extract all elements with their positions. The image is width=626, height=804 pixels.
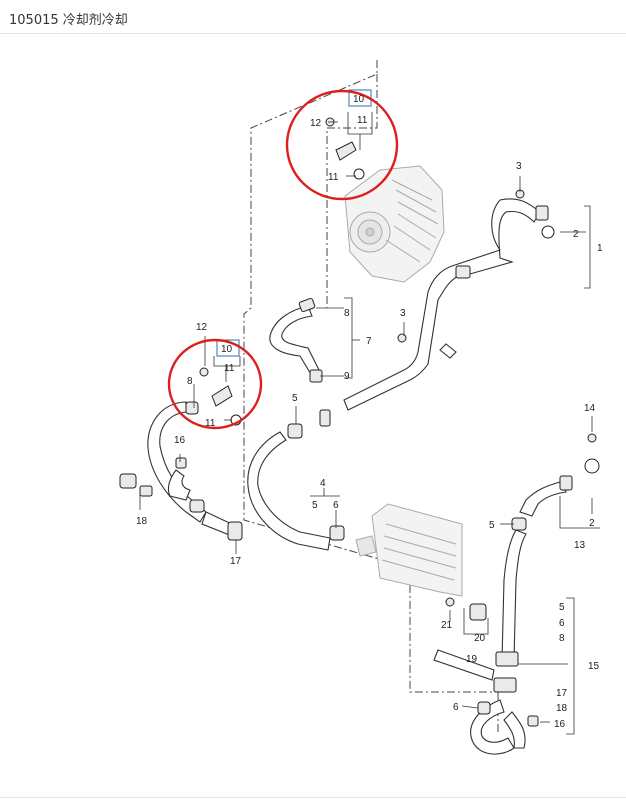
callout-14: 14 bbox=[584, 403, 596, 414]
page-title: 105015 冷却剂冷却 bbox=[9, 13, 128, 28]
callout-10-left: 10 bbox=[221, 344, 233, 355]
callout-6-list: 6 bbox=[559, 618, 565, 629]
callout-12-left: 12 bbox=[196, 322, 208, 333]
callout-17-list: 17 bbox=[556, 688, 568, 699]
callout-12-top: 12 bbox=[310, 118, 322, 129]
callout-13: 13 bbox=[574, 540, 586, 551]
callout-2-lower: 2 bbox=[589, 518, 595, 529]
callout-5-mid: 5 bbox=[312, 500, 318, 511]
callout-19: 19 bbox=[466, 654, 478, 665]
alternator-illustration bbox=[344, 165, 445, 283]
callout-1: 1 bbox=[597, 243, 603, 254]
callout-6-mid: 6 bbox=[333, 500, 339, 511]
callout-20: 20 bbox=[474, 633, 486, 644]
callout-11-top-a: 11 bbox=[357, 115, 368, 126]
callout-7: 7 bbox=[366, 336, 372, 347]
callout-6-bottom: 6 bbox=[453, 702, 459, 713]
clamps-and-fittings bbox=[119, 117, 600, 727]
leader-lines bbox=[139, 112, 600, 735]
callout-5-right: 5 bbox=[489, 520, 495, 531]
red-highlight-circles bbox=[167, 89, 399, 430]
callout-8-list: 8 bbox=[559, 633, 565, 644]
callout-4: 4 bbox=[320, 478, 326, 489]
callout-2-upper: 2 bbox=[573, 229, 579, 240]
callout-5-list: 5 bbox=[559, 602, 565, 613]
parts-diagram: 1 2 2 3 3 4 5 5 5 5 6 6 6 7 8 8 8 9 10 1… bbox=[0, 34, 626, 799]
page-header: 105015 冷却剂冷却 bbox=[0, 0, 626, 34]
callout-17-left: 17 bbox=[230, 556, 242, 567]
callout-8-left: 8 bbox=[187, 376, 193, 387]
callout-11-left-b: 11 bbox=[205, 418, 216, 429]
callout-10-top: 10 bbox=[353, 94, 365, 105]
callout-11-left-a: 11 bbox=[224, 363, 235, 374]
callout-labels: 1 2 2 3 3 4 5 5 5 5 6 6 6 7 8 8 8 9 10 1… bbox=[136, 94, 603, 730]
callout-3-upper: 3 bbox=[516, 161, 522, 172]
callout-16-left: 16 bbox=[174, 435, 186, 446]
callout-18-list: 18 bbox=[556, 703, 568, 714]
oil-cooler-illustration bbox=[355, 503, 463, 597]
callout-11-top-b: 11 bbox=[328, 172, 339, 183]
callout-8-top: 8 bbox=[344, 308, 350, 319]
callout-16-right: 16 bbox=[554, 719, 566, 730]
callout-18-left: 18 bbox=[136, 516, 148, 527]
callout-5-left: 5 bbox=[292, 393, 298, 404]
coolant-hoses bbox=[147, 198, 567, 755]
callout-9: 9 bbox=[344, 371, 350, 382]
footer-divider bbox=[0, 797, 626, 798]
callout-15: 15 bbox=[588, 661, 600, 672]
callout-3-middle: 3 bbox=[400, 308, 406, 319]
callout-21: 21 bbox=[441, 620, 453, 631]
